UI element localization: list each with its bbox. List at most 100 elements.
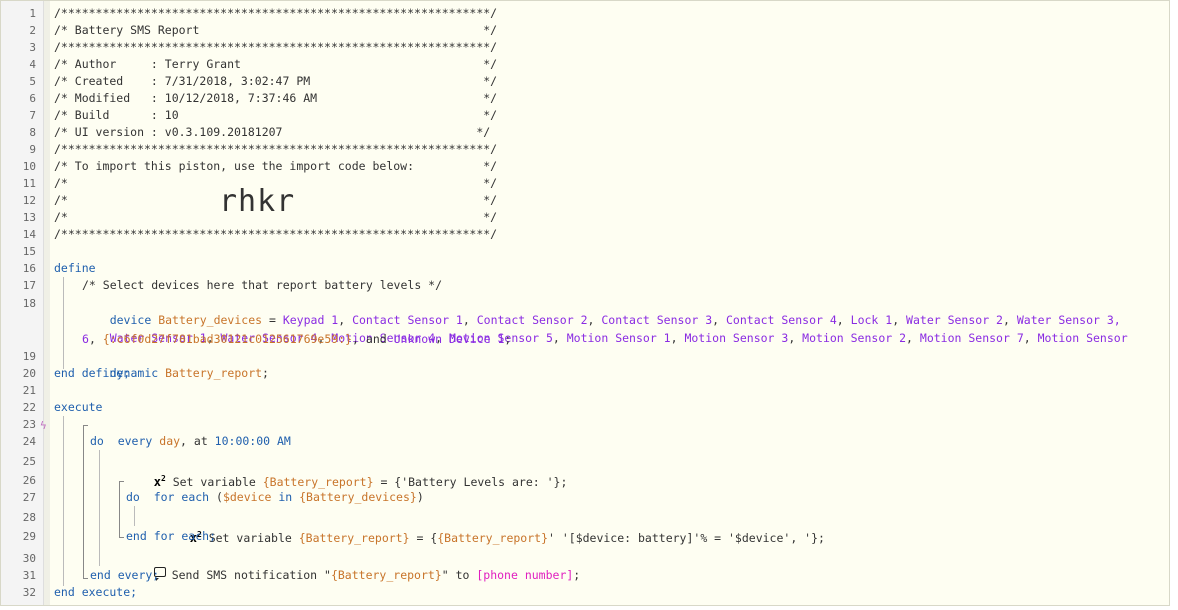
header-blank: /* */ <box>54 176 498 190</box>
device-name[interactable]: Water Sensor 1 <box>109 331 207 345</box>
line-number: 23 <box>22 418 36 431</box>
dynamic-keyword: dynamic <box>109 366 159 380</box>
line-number: 19 <box>22 350 36 363</box>
indent-guide <box>99 450 100 566</box>
do-keyword[interactable]: do <box>90 434 104 448</box>
indent-guide <box>134 506 135 526</box>
line-number: 12 <box>22 194 36 207</box>
line-number: 2 <box>29 24 36 37</box>
time-value: 10:00:00 AM <box>214 434 291 448</box>
device-name[interactable]: Contact Sensor 3 <box>601 313 713 327</box>
line-number: 3 <box>29 41 36 54</box>
battery-report-variable: {Battery_report} <box>262 475 374 489</box>
device-name[interactable]: Water Sensor 3, <box>1016 313 1121 327</box>
line-number: 14 <box>22 228 36 241</box>
header-separator: /***************************************… <box>54 40 498 54</box>
for-each-bracket <box>119 481 120 538</box>
device-name[interactable]: Water Sensor 2 <box>906 313 1003 327</box>
battery-report-variable: {Battery_report} <box>298 531 410 545</box>
fold-strip <box>44 1 50 605</box>
line-number: 15 <box>22 245 36 258</box>
define-keyword[interactable]: define <box>54 261 96 275</box>
line-number: 7 <box>29 109 36 122</box>
line-number: 1 <box>29 7 36 20</box>
set-variable-statement[interactable]: x2 Set variable {Battery_report} = {'Bat… <box>153 474 568 489</box>
line-number: 8 <box>29 126 36 139</box>
battery-report-variable[interactable]: Battery_report <box>165 366 263 380</box>
for-each-statement[interactable]: for each ($device in {Battery_devices}) <box>153 490 424 504</box>
device-name[interactable]: Contact Sensor 2 <box>476 313 588 327</box>
phone-number-placeholder: [phone number] <box>476 568 574 582</box>
set-variable-statement[interactable]: x2 Set variable {Battery_report} = {{Bat… <box>189 530 825 545</box>
line-number: 30 <box>22 552 36 565</box>
device-name[interactable]: Motion Sensor 3 <box>684 331 789 345</box>
line-number: 28 <box>22 511 36 524</box>
header-title: /* Battery SMS Report */ <box>54 23 498 37</box>
end-execute[interactable]: end execute; <box>54 585 138 599</box>
line-number: 24 <box>22 435 36 448</box>
device-list-line3[interactable]: 6, {:c6f0d27f781bad30121c012561769e59:},… <box>82 332 512 346</box>
line-number: 22 <box>22 401 36 414</box>
header-blank: /* */ <box>54 210 498 224</box>
device-name[interactable]: Motion Sensor 1 <box>566 331 671 345</box>
line-number: 32 <box>22 586 36 599</box>
header-import-note: /* To import this piston, use the import… <box>54 159 498 173</box>
dynamic-declaration[interactable]: dynamic Battery_report; <box>109 366 269 380</box>
device-name[interactable]: Water Sensor 4 <box>220 331 318 345</box>
execute-keyword[interactable]: execute <box>54 400 103 414</box>
message-icon <box>153 567 166 581</box>
header-separator: /***************************************… <box>54 142 498 156</box>
every-keyword: every <box>117 434 153 448</box>
line-number: 26 <box>22 474 36 487</box>
unknown-device: Unknown Device 1 <box>393 332 505 346</box>
battery-devices-variable[interactable]: Battery_devices <box>158 313 263 327</box>
indent-guide <box>63 277 64 369</box>
every-statement[interactable]: every day, at 10:00:00 AM <box>117 434 291 448</box>
line-number: 4 <box>29 58 36 71</box>
line-number: 17 <box>22 279 36 292</box>
device-id: {:c6f0d27f781bad30121c012561769e59:} <box>102 332 353 346</box>
line-number: 25 <box>22 455 36 468</box>
header-border-bottom: /***************************************… <box>54 227 498 241</box>
indent-guide <box>63 416 64 586</box>
for-each-keyword: for each <box>153 490 210 504</box>
battery-devices-variable: {Battery_devices} <box>299 490 417 504</box>
device-name[interactable]: Contact Sensor 4 <box>726 313 837 327</box>
do-keyword[interactable]: do <box>126 490 140 504</box>
device-name[interactable]: Motion Sensor 5 <box>449 331 553 345</box>
header-build: /* Build : 10 */ <box>54 108 498 122</box>
trigger-icon: ϟ <box>40 419 47 432</box>
device-name[interactable]: Motion Sensor 2 <box>802 331 907 345</box>
device-name[interactable]: Lock 1 <box>850 313 893 327</box>
device-name[interactable]: Motion Sensor 4 <box>331 331 436 345</box>
device-declaration[interactable]: device Battery_devices = Keypad 1, Conta… <box>109 313 1121 327</box>
line-number: 29 <box>22 530 36 543</box>
line-number: 11 <box>22 177 36 190</box>
header-blank: /* */ <box>54 193 498 207</box>
header-author: /* Author : Terry Grant */ <box>54 57 498 71</box>
line-number: 18 <box>22 297 36 310</box>
device-name[interactable]: Motion Sensor 7 <box>919 331 1024 345</box>
day-value: day <box>159 434 181 448</box>
device-name[interactable]: Motion Sensor <box>1037 331 1128 345</box>
device-name[interactable]: Contact Sensor 1 <box>352 313 463 327</box>
every-bracket <box>83 425 84 579</box>
import-code[interactable]: rhkr <box>219 184 296 219</box>
line-number: 16 <box>22 262 36 275</box>
end-for-each[interactable]: end for each; <box>126 529 217 543</box>
line-number: 20 <box>22 367 36 380</box>
line-number: 6 <box>29 92 36 105</box>
end-define[interactable]: end define; <box>54 366 131 380</box>
line-number: 31 <box>22 569 36 582</box>
end-every[interactable]: end every; <box>90 568 160 582</box>
line-number: 10 <box>22 160 36 173</box>
device-list-line2[interactable]: Water Sensor 1, Water Sensor 4, Motion S… <box>109 331 1128 345</box>
device-list-line1: Keypad 1, Contact Sensor 1, Contact Sens… <box>282 313 1121 327</box>
battery-report-variable: {Battery_report} <box>330 568 442 582</box>
line-number: 27 <box>22 491 36 504</box>
header-modified: /* Modified : 10/12/2018, 7:37:46 AM */ <box>54 91 498 105</box>
variable-icon: x2 <box>189 530 202 545</box>
send-sms-statement[interactable]: Send SMS notification "{Battery_report}"… <box>126 550 580 582</box>
device-name[interactable]: Keypad 1 <box>282 313 339 327</box>
